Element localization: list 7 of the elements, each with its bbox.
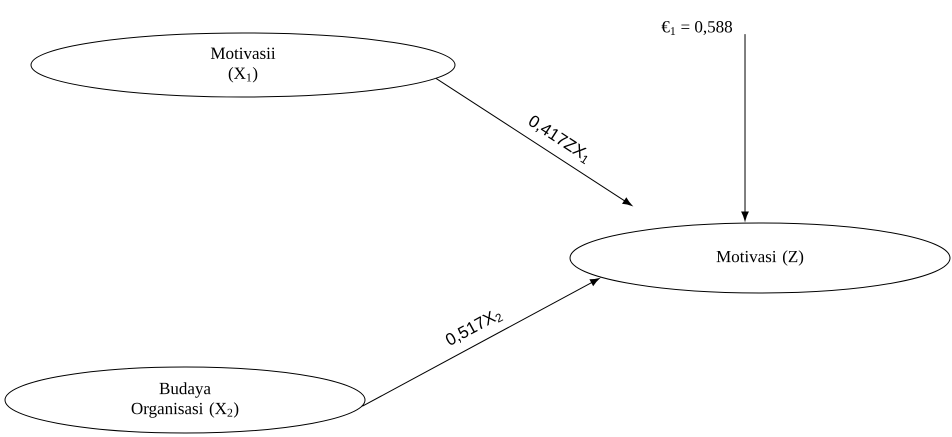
ellipse-node: Motivasii (X$_{1}$) bbox=[30, 32, 456, 98]
error-term-label: €$_{1}$ = 0,588 bbox=[662, 21, 732, 35]
arrow bbox=[436, 78, 632, 206]
ellipse-node: Motivasi (Z) bbox=[570, 222, 951, 294]
arrow bbox=[362, 278, 600, 407]
arrow bbox=[741, 34, 749, 221]
ellipse-node: Budaya Organisasi (X$_{2}$) bbox=[4, 366, 366, 434]
